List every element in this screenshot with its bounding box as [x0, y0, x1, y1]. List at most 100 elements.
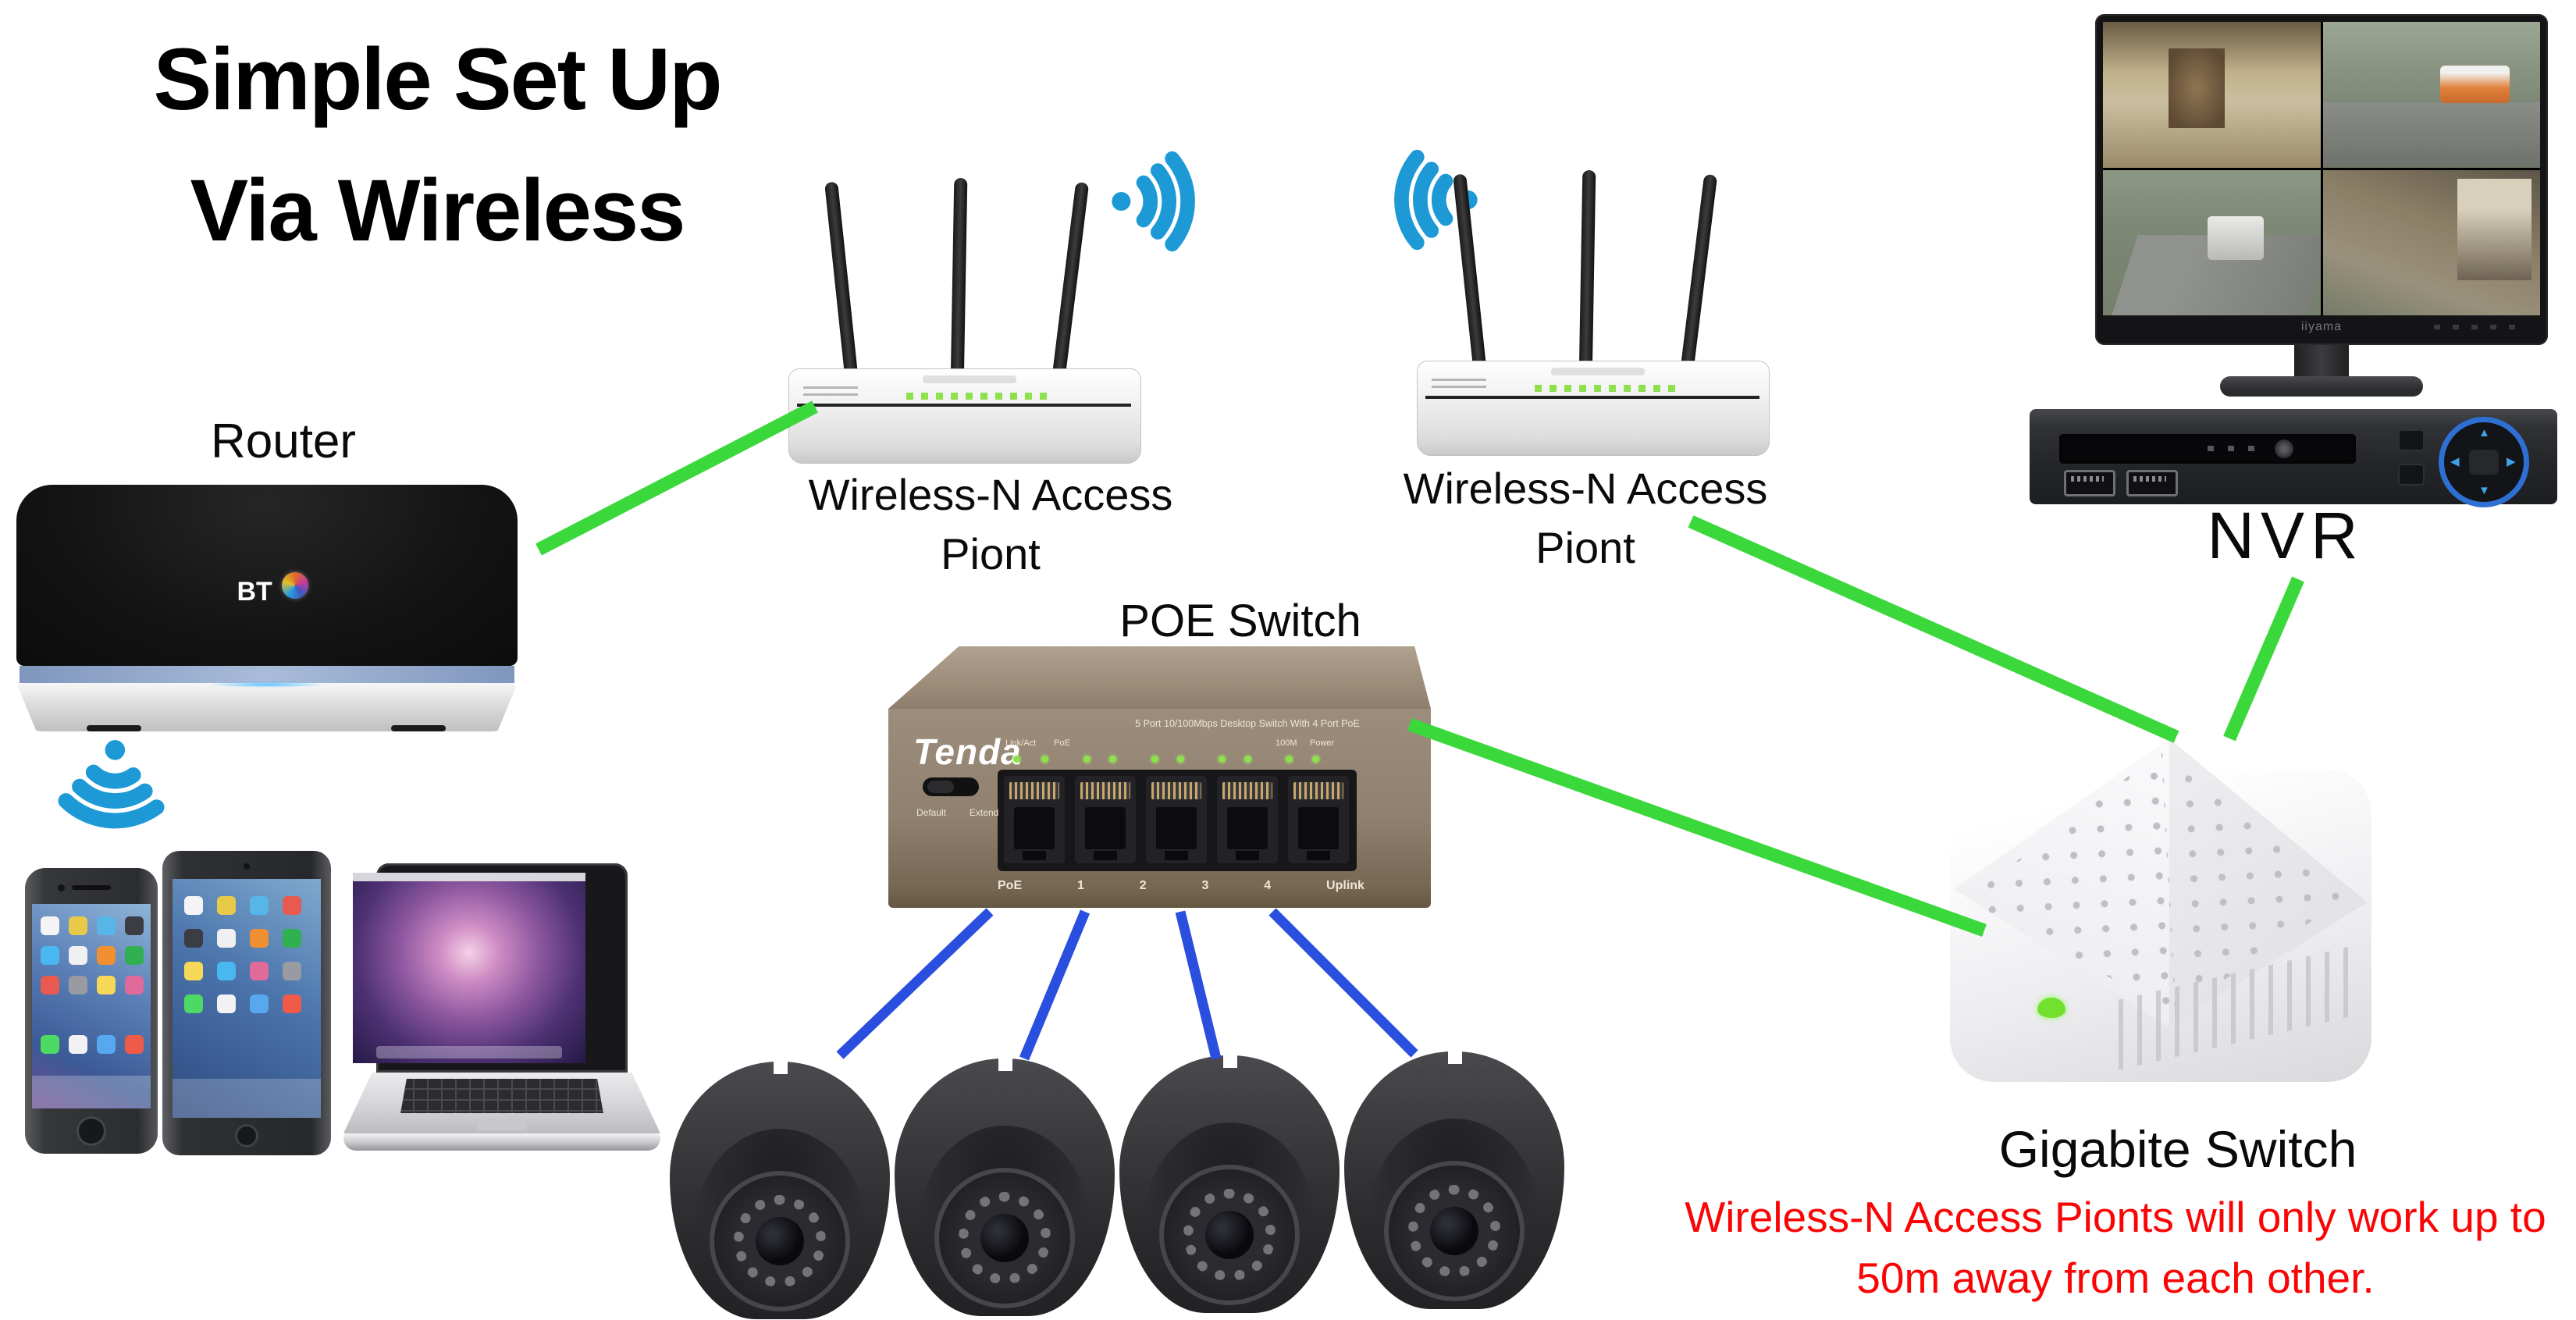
nvr-enter-button	[2469, 450, 2499, 475]
home-button	[76, 1116, 106, 1146]
monitor-brand: iiyama	[2300, 320, 2343, 333]
port-label: 4	[1264, 879, 1272, 892]
status-led	[1013, 756, 1020, 763]
led-label-100m: 100M	[1276, 738, 1297, 748]
macos-dock	[375, 1046, 563, 1058]
ap-body	[1417, 361, 1770, 456]
iphone-dock	[32, 1076, 151, 1108]
page-title: Simple Set Up Via Wireless	[47, 14, 827, 276]
ap-trim-line	[1425, 396, 1759, 399]
gigabit-switch-device	[1950, 738, 2371, 1098]
router-blue-stripe	[20, 666, 514, 683]
rj45-port-uplink	[1288, 776, 1349, 863]
bt-globe-icon	[282, 572, 309, 599]
status-led	[1109, 756, 1116, 763]
ipad-dock	[173, 1079, 321, 1118]
iphone-screen	[32, 904, 151, 1108]
ipad-device	[162, 851, 331, 1155]
ap-model-text	[803, 386, 858, 399]
monitor-buttons	[2434, 325, 2528, 329]
nvr-ir-sensor	[2275, 439, 2293, 458]
macbook-trackpad	[476, 1118, 528, 1130]
status-led	[1244, 756, 1251, 763]
antenna	[824, 181, 858, 375]
port-label: Uplink	[1326, 879, 1364, 892]
macbook-display	[353, 873, 585, 1063]
gigabit-switch-label: Gigabite Switch	[1998, 1120, 2357, 1178]
status-led	[1041, 756, 1048, 763]
router-foot	[87, 725, 141, 731]
cctv-monitor: iiyama	[2095, 14, 2548, 398]
front-camera-icon	[244, 863, 250, 870]
antenna	[1579, 169, 1596, 365]
ap2-label-line1: Wireless-N Access	[1403, 464, 1768, 513]
app-icons	[184, 896, 203, 915]
arrow-left-icon: ◀	[2450, 455, 2460, 468]
gigabit-status-led	[2037, 998, 2065, 1018]
ap-trim-line	[797, 404, 1131, 407]
title-line-1: Simple Set Up	[153, 30, 722, 128]
blue-cable-poe-to-camera2	[1019, 909, 1091, 1061]
macbook-base	[343, 1133, 660, 1151]
speaker-slit	[72, 885, 111, 890]
status-led	[1151, 756, 1158, 763]
ap1-label-line1: Wireless-N Access	[808, 470, 1173, 519]
front-camera-icon	[58, 884, 65, 891]
poe-top-face	[888, 646, 1431, 709]
monitor-stand-neck	[2294, 345, 2349, 378]
router-status-glow	[206, 681, 328, 688]
router-label: Router	[210, 415, 357, 468]
warning-line2: 50m away from each other.	[1856, 1254, 2375, 1302]
rj45-port-poe	[1004, 776, 1065, 863]
access-point-2-label: Wireless-N Access Piont	[1351, 459, 1820, 578]
ap-led-row	[1535, 385, 1683, 392]
macbook-keyboard	[400, 1079, 603, 1113]
dome-camera-4	[1344, 1051, 1564, 1309]
router-foot	[391, 725, 446, 731]
home-button	[235, 1124, 258, 1147]
dome-camera-2	[895, 1058, 1115, 1316]
bt-logo: BT	[237, 577, 272, 607]
nvr-display-strip	[2059, 434, 2356, 464]
app-icons	[41, 916, 59, 935]
blue-cable-poe-to-camera3	[1175, 910, 1222, 1060]
port-label: 2	[1139, 879, 1147, 892]
dome-camera-3	[1119, 1055, 1340, 1313]
led-label-linkact: Link/Act	[1005, 738, 1037, 748]
cctv-view-street-van	[2103, 169, 2321, 315]
arrow-down-icon: ▼	[2478, 484, 2490, 497]
warning-line1: Wireless-N Access Pionts will only work …	[1685, 1193, 2546, 1241]
port-bay	[998, 770, 1357, 871]
blue-cable-poe-to-camera1	[836, 908, 994, 1059]
ap-brand-mark	[1551, 368, 1645, 375]
extend-label: Extend	[970, 807, 999, 818]
rj45-port-1	[1075, 776, 1136, 863]
cctv-view-building	[2322, 169, 2540, 315]
access-point-1-device	[788, 177, 1141, 464]
blue-cable-poe-to-camera4	[1268, 908, 1418, 1058]
usb-port	[2064, 470, 2115, 496]
port-label-row: PoE 1 2 3 4 Uplink	[998, 879, 1364, 893]
arrow-up-icon: ▲	[2478, 426, 2490, 439]
ipad-screen	[173, 879, 321, 1118]
nvr-label: NVR	[2207, 499, 2364, 572]
poe-model-text: 5 Port 10/100Mbps Desktop Switch With 4 …	[1135, 718, 1360, 729]
nvr-button	[2398, 429, 2425, 451]
router-base	[16, 683, 518, 731]
antenna	[1052, 181, 1090, 376]
poe-switch-label: POE Switch	[1119, 596, 1361, 646]
wifi-signal-icon	[1105, 139, 1229, 264]
green-cable-poe-to-gigabit	[1407, 717, 1987, 938]
nvr-button	[2398, 464, 2425, 486]
nvr-nav-pad: ▲ ▼ ◀ ▶	[2439, 417, 2529, 507]
ap1-label-line2: Piont	[941, 529, 1041, 578]
monitor-quad-screen	[2103, 22, 2540, 315]
led-label-power: Power	[1310, 738, 1335, 748]
dome-camera-1	[670, 1062, 890, 1319]
mode-slider-switch	[923, 777, 979, 796]
access-point-1-label: Wireless-N Access Piont	[756, 465, 1225, 584]
arrow-right-icon: ▶	[2507, 455, 2516, 468]
antenna	[1681, 173, 1718, 368]
usb-port	[2126, 470, 2178, 496]
